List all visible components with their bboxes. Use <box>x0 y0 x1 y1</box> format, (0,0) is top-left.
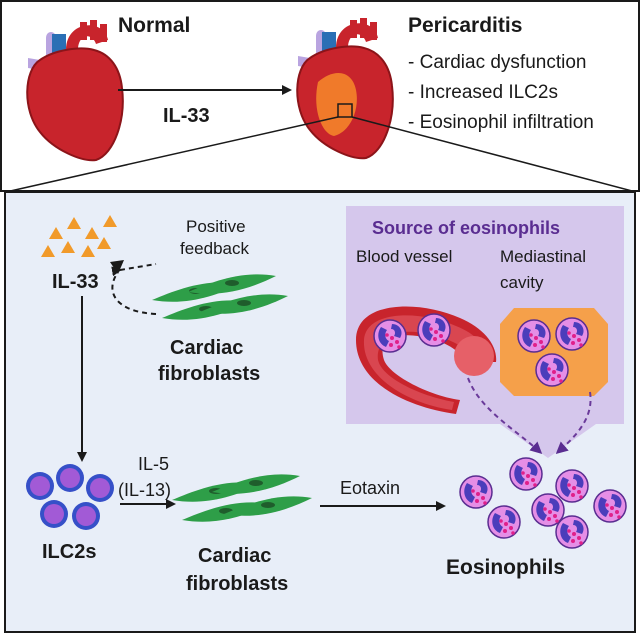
il13-label: (IL-13) <box>118 480 171 500</box>
fibroblasts-top-line1: Cardiac <box>170 337 243 359</box>
finding-3: - Eosinophil infiltration <box>408 112 594 133</box>
il5-label: IL-5 <box>138 454 169 474</box>
blood-vessel-icon <box>356 306 497 414</box>
zoom-box <box>337 103 353 118</box>
blood-vessel-label: Blood vessel <box>356 247 452 266</box>
il33-arrow-label: IL-33 <box>163 105 210 127</box>
cavity-to-eosinophils-arrow <box>555 391 592 454</box>
il33-label: IL-33 <box>52 271 99 293</box>
source-title: Source of eosinophils <box>372 218 560 238</box>
mediastinal-cavity-icon <box>500 308 608 396</box>
finding-1: - Cardiac dysfunction <box>408 52 586 73</box>
vessel-to-eosinophils-arrow <box>467 377 543 455</box>
fibroblasts-bottom-line1: Cardiac <box>198 545 271 567</box>
fibroblasts-top-line2: fibroblasts <box>158 363 260 385</box>
zoom-line-right <box>351 116 637 193</box>
feedback-dashed-arrow <box>111 263 157 277</box>
normal-label: Normal <box>118 14 190 37</box>
feedback-dashed-curve <box>111 271 157 315</box>
feedback-line2: feedback <box>180 239 249 258</box>
ilc2-label: ILC2s <box>42 541 96 563</box>
eotaxin-label: Eotaxin <box>340 478 400 498</box>
feedback-arrowhead <box>110 260 124 274</box>
pericarditis-label: Pericarditis <box>408 14 522 37</box>
mediastinal-line1: Mediastinal <box>500 247 586 266</box>
feedback-line1: Positive <box>186 217 246 236</box>
finding-2: - Increased ILC2s <box>408 82 558 103</box>
eosinophils-label: Eosinophils <box>446 556 565 579</box>
fibroblasts-bottom-line2: fibroblasts <box>186 573 288 595</box>
zoom-line-left <box>5 116 339 193</box>
mediastinal-line2: cavity <box>500 273 544 292</box>
